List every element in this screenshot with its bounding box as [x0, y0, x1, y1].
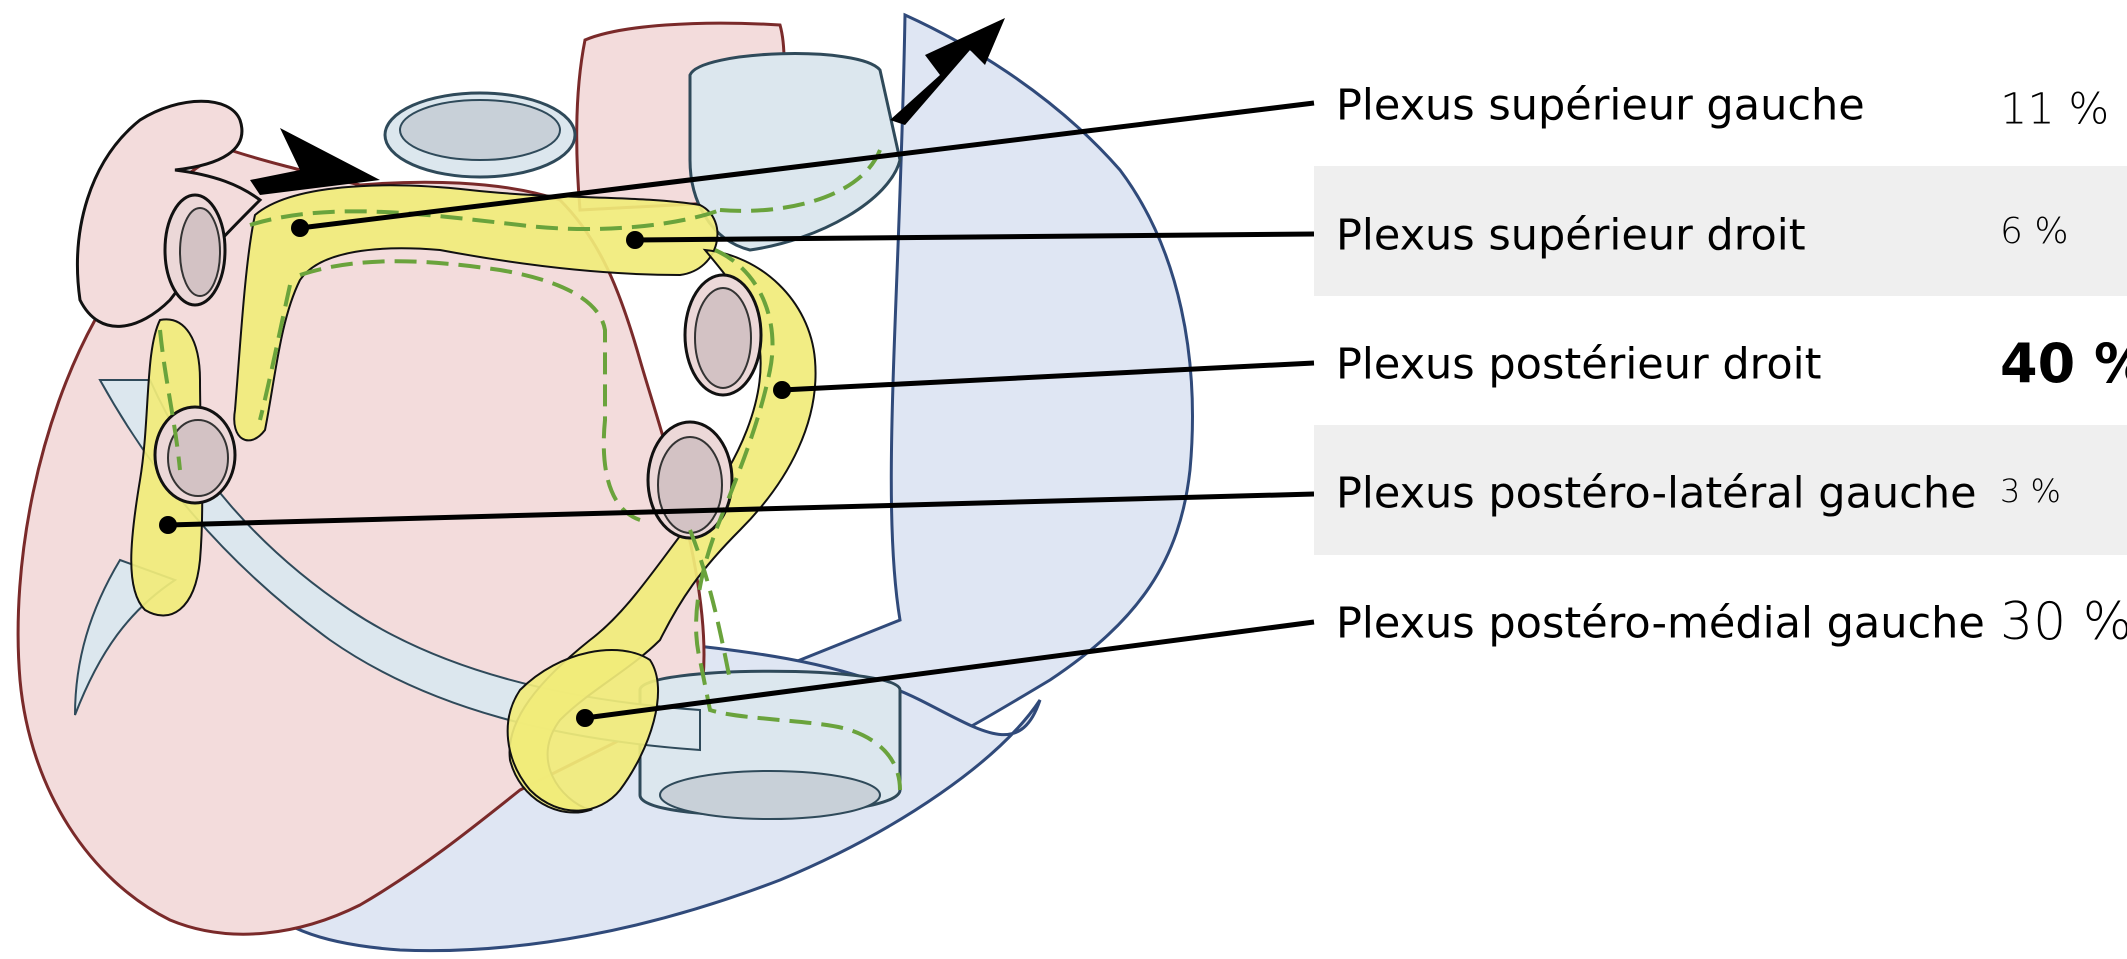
pulmonary-vein-lumen	[658, 437, 722, 533]
plexus-label-posterieur-droit: Plexus postérieur droit	[1336, 344, 1822, 387]
leader-dot	[576, 709, 594, 727]
plexus-percent-superieur-droit: 6 %	[2000, 214, 2069, 250]
plexus-percent-postero-lateral-gauche: 3 %	[2000, 475, 2061, 507]
inferior-vessel-lumen	[660, 771, 880, 819]
plexus-percent-postero-medial-gauche: 30 %	[2000, 596, 2127, 648]
leader-dot	[773, 381, 791, 399]
pulmonary-vein-lumen	[695, 288, 751, 388]
leader-dot	[159, 516, 177, 534]
superior-vessel-lumen	[400, 100, 560, 160]
plexus-label-superieur-droit: Plexus supérieur droit	[1336, 215, 1806, 258]
plexus-label-postero-lateral-gauche: Plexus postéro-latéral gauche	[1336, 473, 1977, 516]
pulmonary-vein-lumen	[180, 208, 220, 296]
leader-dot	[291, 219, 309, 237]
plexus-percent-posterieur-droit: 40 %	[2000, 337, 2127, 391]
pulmonary-artery	[690, 54, 900, 250]
plexus-label-superieur-gauche: Plexus supérieur gauche	[1336, 85, 1865, 128]
plexus-label-postero-medial-gauche: Plexus postéro-médial gauche	[1336, 603, 1985, 646]
plexus-percent-superieur-gauche: 11 %	[2000, 89, 2109, 132]
leader-dot	[626, 231, 644, 249]
